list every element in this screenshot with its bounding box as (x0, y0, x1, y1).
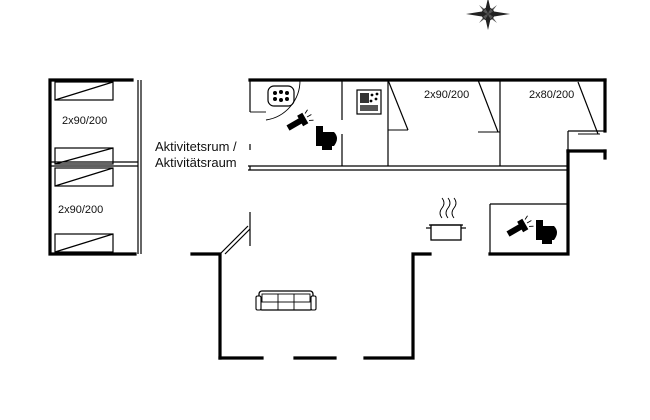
shower-icon (506, 215, 534, 237)
bedroom-left-top (54, 81, 114, 165)
activity-room-label-line1: Aktivitetsrum / (155, 139, 237, 154)
bed-size-label-right: 2x80/200 (529, 89, 574, 101)
activity-room-label-line2: Aktivitätsraum (155, 155, 237, 170)
sauna-icon (356, 89, 382, 115)
toilet-icon (536, 220, 557, 244)
bath-partition (265, 79, 301, 121)
bed-size-label-mid: 2x90/200 (424, 89, 469, 101)
whirlpool-icon (267, 85, 295, 107)
doors (219, 79, 600, 255)
shower-icon (286, 109, 314, 131)
cooking-pot-icon (426, 197, 466, 241)
interior-walls (50, 80, 605, 254)
exterior-walls (48, 78, 607, 360)
bed-size-label-left-bottom: 2x90/200 (58, 204, 103, 216)
compass-rose-icon (466, 0, 510, 30)
sofa-icon (255, 290, 317, 311)
bed-size-label-left-top: 2x90/200 (62, 115, 107, 127)
toilet-icon (316, 126, 337, 150)
bedroom-left-bottom (54, 167, 114, 253)
